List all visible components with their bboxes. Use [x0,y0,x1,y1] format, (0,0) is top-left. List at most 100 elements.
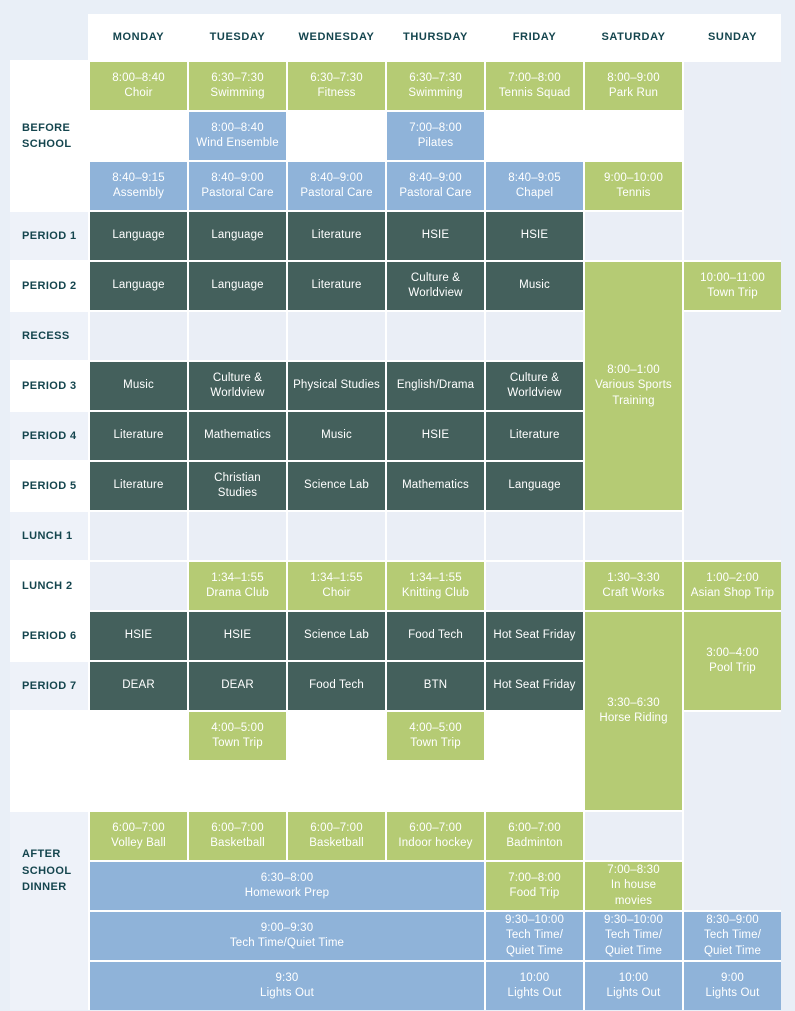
text-line: Worldview [210,387,265,399]
text-line: 6:00–7:00 [310,821,363,834]
text-line: PERIOD 6 [22,629,77,642]
text-line: English/Drama [396,379,475,392]
text-line: 8:40–9:00 [409,171,462,184]
cell-monday-period-7: DEAR [90,662,187,710]
day-header-friday: FRIDAY [486,14,583,60]
text-line: Culture & [509,371,560,384]
text-line: Studies [217,487,258,499]
text-line: PERIOD 2 [22,279,77,292]
text-line: Basketball [210,837,265,849]
row-label-period-7: PERIOD 7 [10,662,88,710]
text-line: PERIOD 1 [22,229,77,242]
text-line: Science Lab [304,479,369,492]
text-line: Lights Out [606,987,661,999]
day-header-thursday: THURSDAY [387,14,484,60]
day-header-monday: MONDAY [90,14,187,60]
text-line: Quiet Time [604,944,663,957]
text-line: 8:00–1:00 [607,364,660,377]
cell-saturday-lunch-1 [585,512,682,560]
text-line: Swimming [408,87,463,99]
cell-tuesday-recess [189,312,286,360]
text-line: Science Lab [304,629,369,642]
text-line: Tennis Squad [498,87,571,99]
cell-saturday-after-school-1 [585,812,682,860]
text-line: 8:00–8:40 [211,121,264,134]
text-line: 3:00–4:00 [706,646,759,659]
text-line: 1:34–1:55 [310,571,363,584]
text-line: DEAR [221,679,254,692]
text-line: Music [321,429,352,442]
text-line: Asian Shop Trip [690,587,775,599]
cell-monday-period-1: Language [90,212,187,260]
text-line: Pastoral Care [300,187,373,199]
text-line: 6:00–7:00 [211,821,264,834]
cell-monday-recess [90,312,187,360]
text-line: 8:00–9:00 [607,71,660,84]
text-line: Tennis [616,187,651,199]
text-line: 8:40–9:00 [310,171,363,184]
day-header-tuesday: TUESDAY [189,14,286,60]
text-line: Mathematics [204,429,271,442]
text-line: Music [123,379,154,392]
text-line: PERIOD 7 [22,679,77,692]
row-label-period-3: PERIOD 3 [10,362,88,410]
row-label-lunch-1: LUNCH 1 [10,512,88,560]
text-line: 9:30–10:00 [603,914,664,927]
text-line: Music [519,279,550,292]
text-line: 9:00–9:30 [260,921,314,934]
text-line: Knitting Club [401,587,470,599]
cell-thursday-period-2: Culture &Worldview [387,262,484,310]
cell-wednesday-period-7: Food Tech [288,662,385,710]
text-line: 9:30–10:00 [504,914,565,927]
text-line: Badminton [506,837,563,849]
cell-friday-recess [486,312,583,360]
text-line: 4:00–5:00 [211,721,264,734]
text-line: Food Trip [509,887,560,899]
text-line: Horse Riding [599,712,668,724]
cell-monday-lunch-2 [90,562,187,610]
text-line: Language [211,279,264,292]
row-label-period-2: PERIOD 2 [10,262,88,310]
text-line: Lights Out [507,987,562,999]
cell-wednesday-period-5: Science Lab [288,462,385,510]
cell-tuesday-period-7: DEAR [189,662,286,710]
text-line: Culture & [212,371,263,384]
text-line: Mathematics [402,479,469,492]
text-line: 6:00–7:00 [112,821,165,834]
text-line: 6:30–8:00 [260,871,314,884]
text-line: Tech Time/ [604,929,663,942]
text-line: Literature [311,279,362,292]
text-line: Food Tech [309,679,364,692]
text-line: Literature [113,429,164,442]
text-line: Town Trip [410,737,461,749]
text-line: Hot Seat Friday [493,679,576,692]
text-line: 8:40–9:15 [112,171,165,184]
cell-wednesday-period-2: Literature [288,262,385,310]
text-line: LUNCH 1 [22,529,73,542]
text-line: Drama Club [206,587,269,599]
text-line: Christian [214,471,261,484]
text-line: Volley Ball [111,837,166,849]
text-line: PERIOD 4 [22,429,77,442]
cell-friday-lunch-2 [486,562,583,610]
text-line: Basketball [309,837,364,849]
